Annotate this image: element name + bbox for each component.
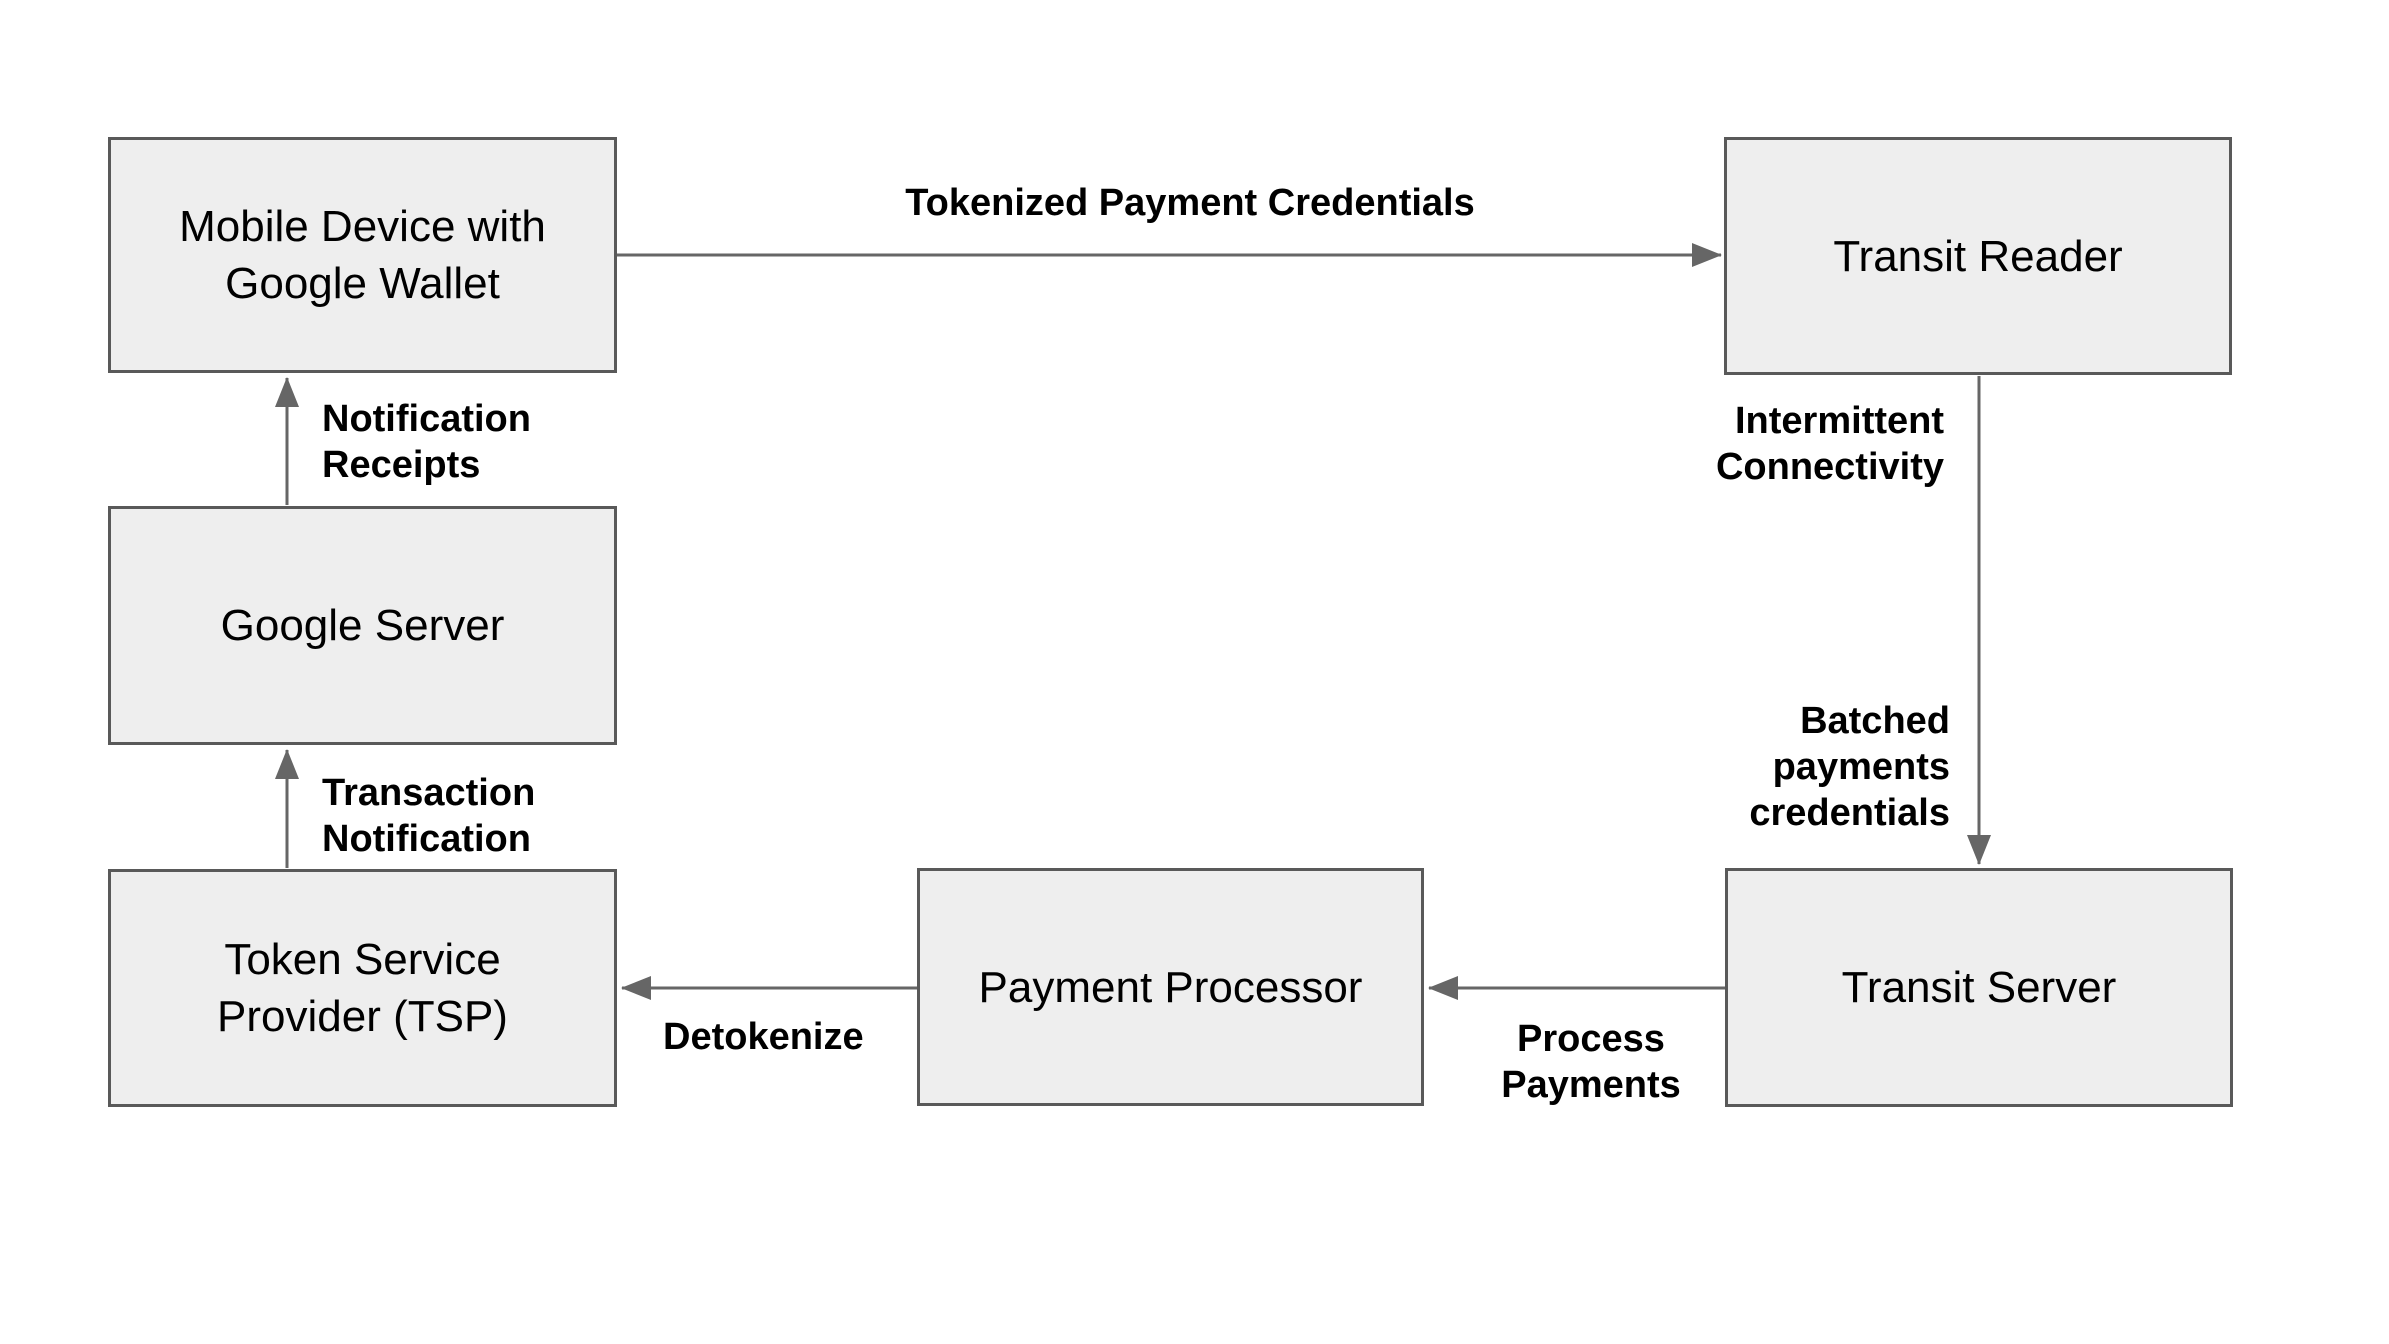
node-google-server: Google Server xyxy=(108,506,617,745)
node-mobile-device-google-wallet: Mobile Device with Google Wallet xyxy=(108,137,617,373)
edge-label-detokenize: Detokenize xyxy=(663,1016,864,1058)
edge-label-process-payments: Process Payments xyxy=(1501,1018,1681,1106)
edge-label-transaction-notification: Transaction Notification xyxy=(322,772,536,860)
node-payment-processor: Payment Processor xyxy=(917,868,1424,1106)
node-transit-reader: Transit Reader xyxy=(1724,137,2232,375)
edge-label-intermittent-connectivity: Intermittent Connectivity xyxy=(1715,400,1944,488)
edge-label-tokenized-payment-credentials: Tokenized Payment Credentials xyxy=(905,182,1475,224)
edge-label-notification-receipts: Notification Receipts xyxy=(322,398,531,486)
node-token-service-provider: Token Service Provider (TSP) xyxy=(108,869,617,1107)
node-transit-server: Transit Server xyxy=(1725,868,2233,1107)
edge-label-batched-payments-credentials: Batched payments credentials xyxy=(1749,700,1950,834)
